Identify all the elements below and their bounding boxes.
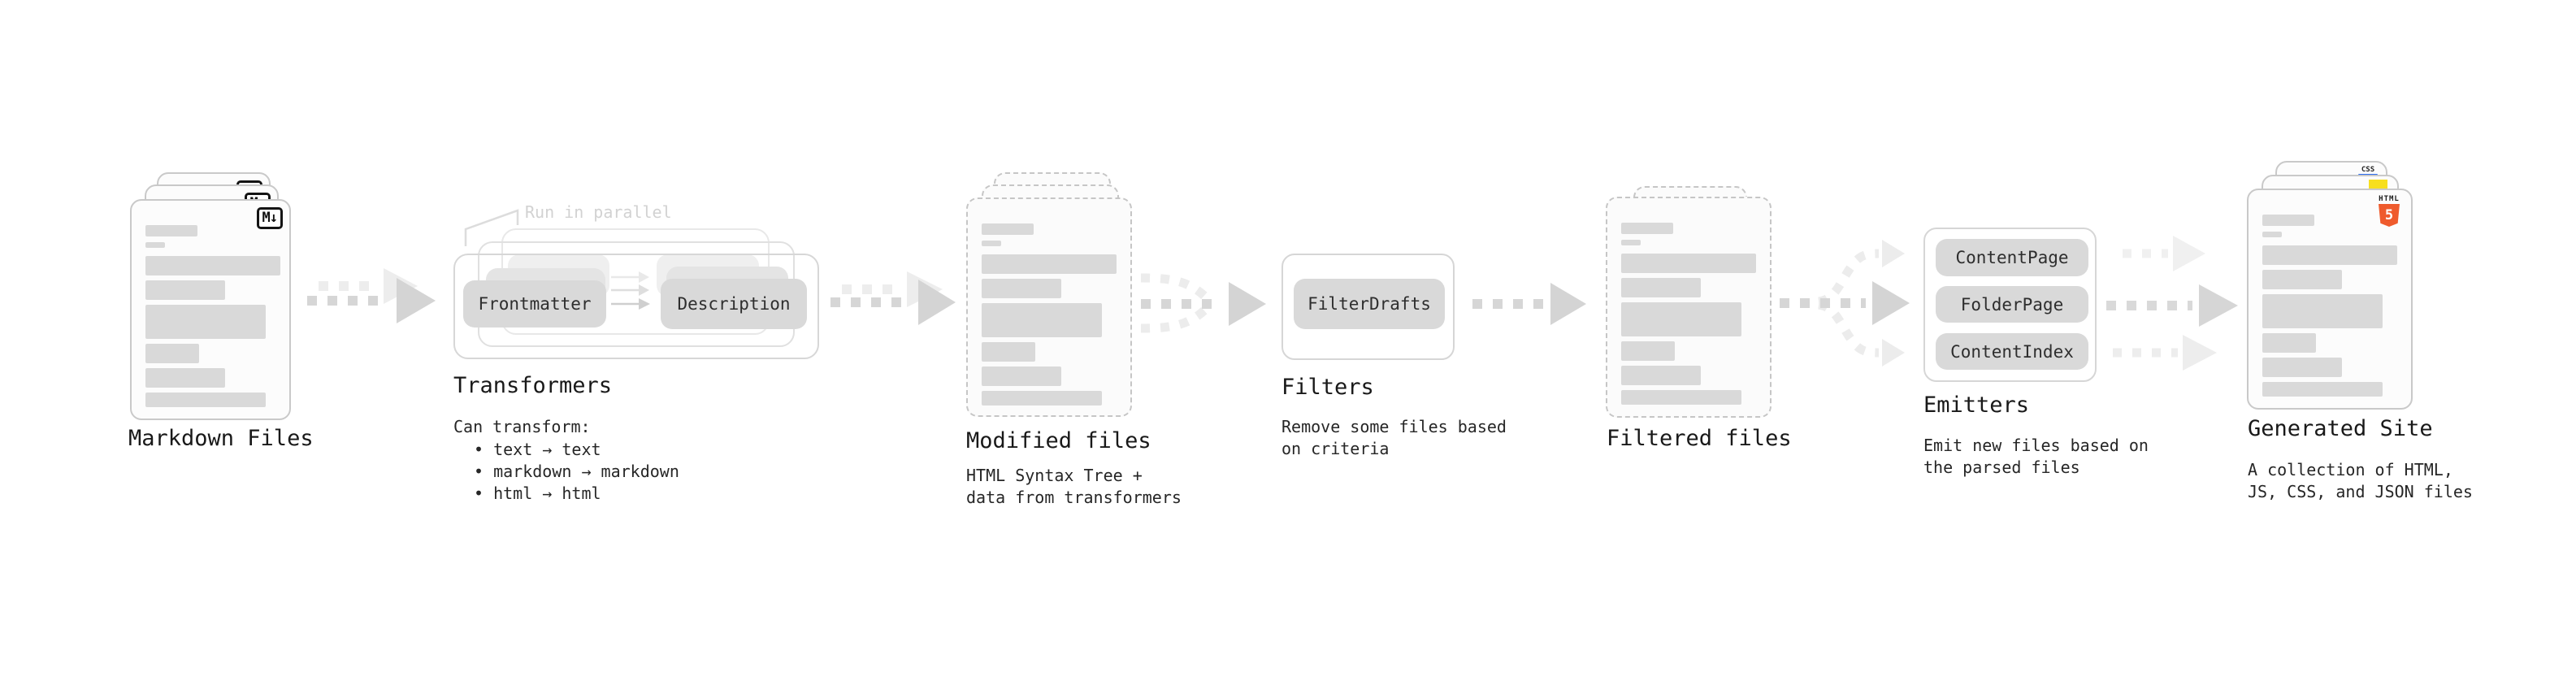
run-in-parallel-annotation: Run in parallel [525,202,672,222]
text-skeleton-bar [145,393,266,407]
text-skeleton-bar [1621,278,1701,297]
arrow-emitters-to-site [2106,236,2238,371]
arrow-modified-to-filters-converge [1140,273,1266,333]
javascript-icon [2369,180,2387,189]
text-skeleton-bar [145,368,225,388]
transformer-input-label: Frontmatter [478,294,592,314]
text-skeleton-bar [1621,254,1756,273]
file-card-front: M↓ [130,199,291,420]
css-icon-label: CSS [2361,166,2375,174]
text-skeleton-bar [1621,366,1701,385]
filtered-files-title: Filtered files [1607,426,1792,451]
text-skeleton-bar [145,344,199,363]
text-skeleton-bar [2262,270,2342,289]
emitter-folder-page: FolderPage [1936,286,2088,323]
markdown-files-title: Markdown Files [128,426,314,451]
markdown-icon-label: M↓ [262,210,279,226]
html5-icon-number: 5 [2384,207,2394,223]
emitter-content-page: ContentPage [1936,239,2088,276]
modified-files-title: Modified files [966,428,1151,453]
text-skeleton-bar [2262,382,2383,397]
text-skeleton-bar [982,367,1061,386]
arrow-filtered-to-emitters-diverge [1780,240,1910,367]
text-skeleton-bar [982,241,1001,246]
modified-files-description: HTML Syntax Tree + [966,466,1143,485]
transformer-container-front: Frontmatter Description [453,254,819,359]
filters-description: Remove some files based [1281,417,1507,436]
text-skeleton-bar [982,391,1102,406]
arrow-markdown-to-transformers [307,268,436,323]
text-skeleton-bar [145,280,225,300]
emitter-label: ContentPage [1955,248,2069,267]
text-skeleton-bar [2262,232,2282,237]
file-card-html: HTML 5 [2247,189,2413,410]
text-skeleton-bar [1621,302,1741,336]
html5-icon-shield: 5 [2379,204,2400,227]
emitters-container: ContentPage FolderPage ContentIndex [1923,228,2097,382]
generated-site-description: A collection of HTML, [2248,460,2453,479]
arrow-filters-to-filtered [1472,283,1586,325]
modified-files-description: data from transformers [966,488,1182,507]
filters-description: on criteria [1281,439,1390,458]
emitter-content-index: ContentIndex [1936,333,2088,370]
text-skeleton-bar [982,279,1061,298]
filter-drafts-label: FilterDrafts [1308,294,1431,314]
emitter-label: ContentIndex [1950,341,2074,362]
text-skeleton-bar [1621,341,1675,361]
transformers-title: Transformers [453,373,613,398]
text-skeleton-bar [982,342,1035,362]
transformer-output-label: Description [677,294,791,314]
markdown-icon: M↓ [256,207,283,229]
transformer-input-box: Frontmatter [463,280,606,327]
transformers-body-heading: Can transform: [453,417,591,436]
text-skeleton-bar [1621,240,1641,245]
text-skeleton-bar [1621,223,1673,234]
text-skeleton-bar [1621,390,1741,405]
text-skeleton-bar [2262,333,2316,353]
emitters-description: the parsed files [1923,458,2080,477]
html5-icon-word: HTML [2379,195,2400,203]
filter-drafts-box: FilterDrafts [1294,279,1445,329]
text-skeleton-bar [145,256,280,275]
file-card-front [966,197,1132,417]
emitters-title: Emitters [1923,393,2030,418]
file-card-front [1606,197,1772,418]
text-skeleton-bar [982,303,1102,337]
text-skeleton-bar [2262,215,2314,226]
transformers-bullet: • markdown → markdown [474,462,679,481]
text-skeleton-bar [145,305,266,339]
text-skeleton-bar [2262,294,2383,328]
transformer-output-box: Description [661,279,807,329]
transformers-bullet: • text → text [474,440,601,459]
generated-site-description: JS, CSS, and JSON files [2248,482,2473,501]
text-skeleton-bar [145,225,197,236]
emitters-description: Emit new files based on [1923,436,2149,455]
text-skeleton-bar [2262,358,2342,377]
transformers-bullet: • html → html [474,484,601,503]
filters-container: FilterDrafts [1281,254,1455,360]
arrow-transformers-to-modified [830,271,956,325]
text-skeleton-bar [2262,245,2397,265]
html5-icon: HTML 5 [2375,195,2403,227]
generated-site-title: Generated Site [2248,416,2433,441]
filters-title: Filters [1281,375,1374,400]
text-skeleton-bar [145,242,165,248]
text-skeleton-bar [982,254,1117,274]
text-skeleton-bar [982,223,1034,235]
emitter-label: FolderPage [1960,294,2064,314]
